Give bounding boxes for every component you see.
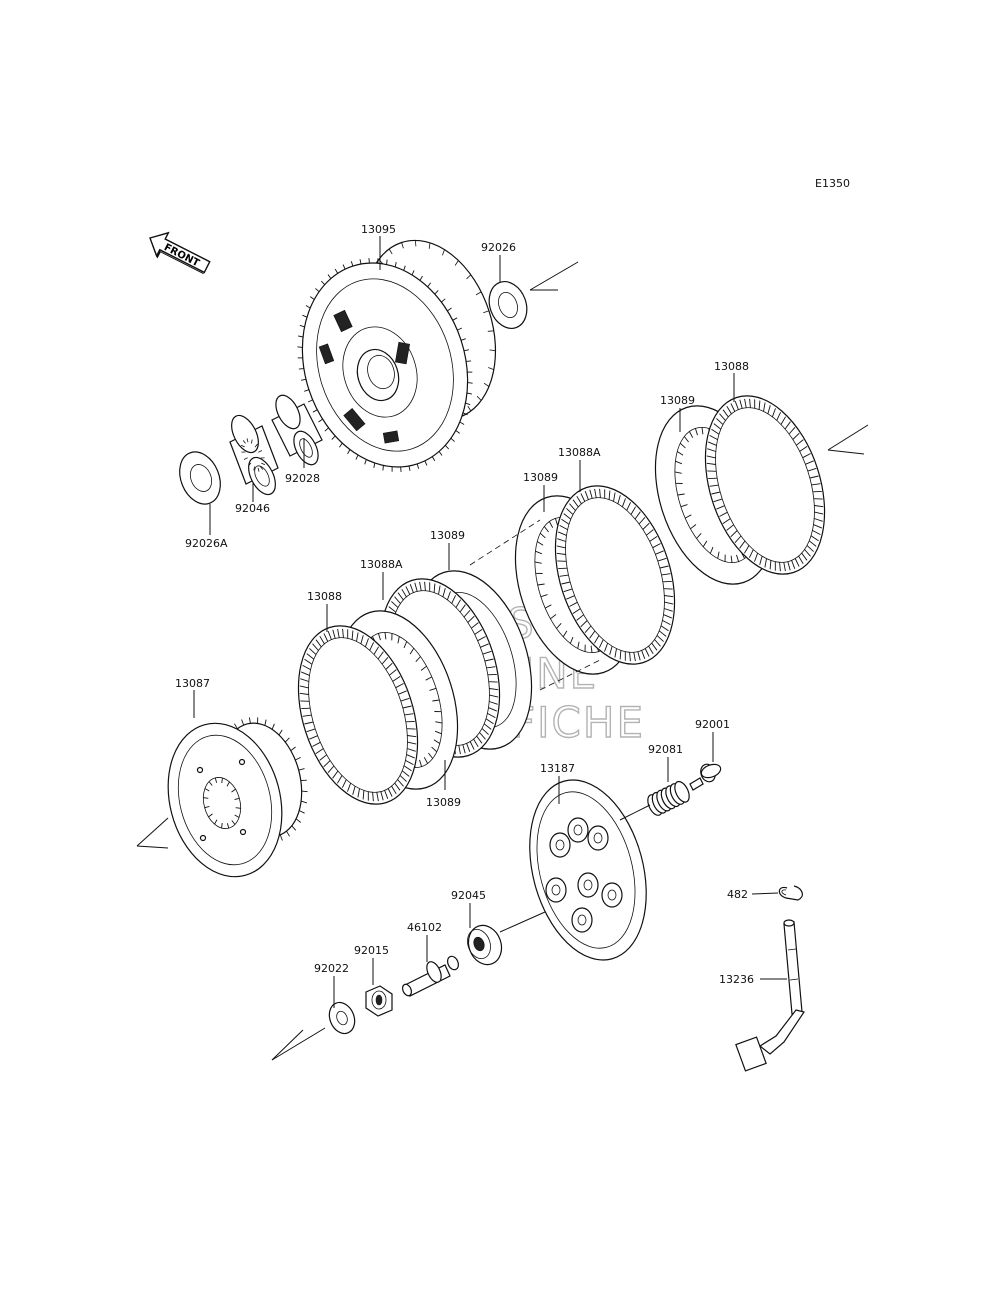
pressure-plate-13187 [529,779,647,961]
washer-92022 [328,1001,356,1035]
sleeve-92028 [271,394,323,466]
circlip-482 [778,885,803,901]
axis-line-1 [529,261,579,291]
label-13089-bottom: 13089 [426,796,461,809]
friction-plate-13088-left [297,625,419,805]
thrust-washer-92026 [488,281,528,329]
label-92022: 92022 [314,962,349,975]
needle-bearing-92046 [229,414,279,496]
push-rod-46102 [401,955,460,997]
label-92045: 92045 [451,889,486,902]
label-92081: 92081 [648,743,683,756]
label-13089-a: 13089 [430,529,465,542]
label-13088A-a: 13088A [360,558,403,571]
thrust-washer-92026A [179,451,221,505]
clutch-hub-13087 [167,717,308,878]
label-92046: 92046 [235,502,270,515]
axis-line-7 [499,911,546,933]
leader-lines [193,236,787,1008]
label-92026: 92026 [481,241,516,254]
label-46102: 46102 [407,921,442,934]
label-13095: 13095 [361,223,396,236]
label-13089-top: 13089 [660,394,695,407]
diagram-id: E1350 [815,177,850,190]
clutch-spring-92081 [647,780,690,816]
label-13187: 13187 [540,762,575,775]
friction-plate-13088-top [704,395,826,575]
axis-line-10 [619,804,651,821]
axis-line-5 [136,817,169,847]
label-13088-left: 13088 [307,590,342,603]
label-13089-mid: 13089 [523,471,558,484]
label-13087: 13087 [175,677,210,690]
clutch-bolt-92001 [689,763,722,791]
label-13236: 13236 [719,973,754,986]
axis-line-8 [271,1029,304,1061]
label-482: 482 [727,888,748,901]
axis-line-9 [271,1027,326,1061]
label-13088-top: 13088 [714,360,749,373]
hub-nut-92015 [365,985,393,1017]
clutch-housing-13095 [297,239,497,472]
friction-plate-13088A-mid [554,485,676,665]
label-92026A: 92026A [185,537,228,550]
axis-line-4 [827,449,865,455]
release-shaft-13236 [735,919,805,1072]
axis-line-3 [827,424,869,451]
ball-bearing-92045 [467,924,503,966]
front-arrow-icon: FRONT [149,231,211,275]
label-13088A-mid: 13088A [558,446,601,459]
label-92028: 92028 [285,472,320,485]
axis-line-6 [136,845,169,849]
label-92001: 92001 [695,718,730,731]
label-92015: 92015 [354,944,389,957]
